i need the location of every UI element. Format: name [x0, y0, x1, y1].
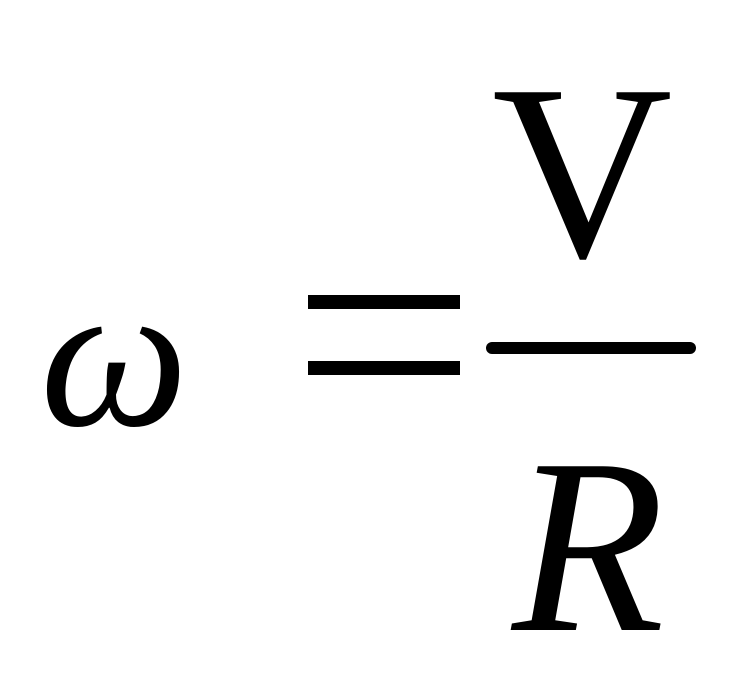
numerator-velocity: V [492, 34, 673, 311]
fraction-bar [486, 342, 696, 354]
omega-symbol: ω [40, 239, 189, 471]
denominator-radius: R [512, 408, 665, 685]
equals-bar-bottom [308, 361, 460, 375]
equals-bar-top [308, 295, 460, 309]
equals-sign: = [308, 295, 460, 377]
